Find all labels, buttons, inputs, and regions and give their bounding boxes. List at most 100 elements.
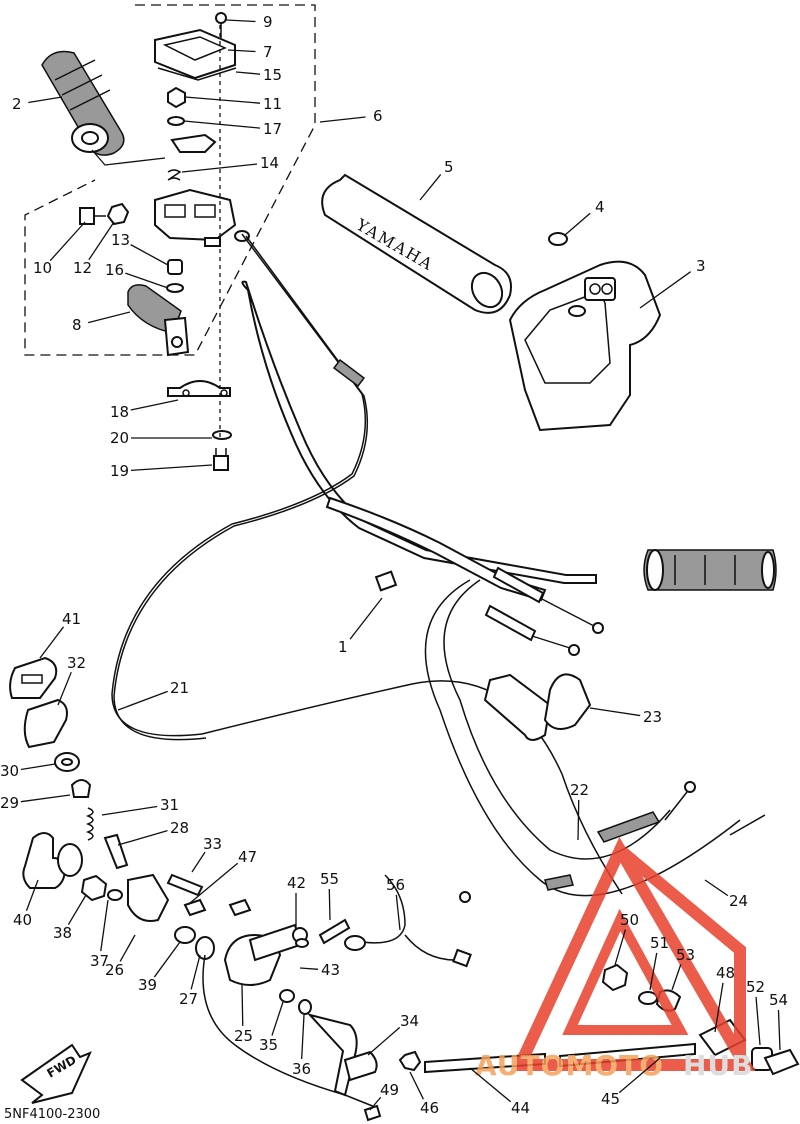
- cables: [111, 233, 766, 968]
- callout-label-19: 19: [110, 462, 129, 480]
- callout-label-1: 1: [338, 638, 348, 656]
- callout-label-25: 25: [234, 1027, 253, 1045]
- watermark-text-right: HUB: [683, 1049, 754, 1082]
- callout-label-34: 34: [400, 1012, 419, 1030]
- callout-leader-45: [618, 1057, 661, 1094]
- brake-switch: [483, 673, 592, 741]
- callout-leader-12: [88, 221, 115, 261]
- callout-leader-41: [39, 626, 65, 659]
- callout-label-44: 44: [511, 1099, 530, 1117]
- callout-leader-48: [714, 982, 724, 1033]
- lower-left-parts: [9, 656, 422, 1122]
- callout-label-11: 11: [263, 95, 282, 113]
- callout-leader-6: [319, 116, 366, 123]
- callout-label-48: 48: [716, 964, 735, 982]
- callout-leader-50: [614, 929, 627, 966]
- callout-label-32: 32: [67, 654, 86, 672]
- callout-label-56: 56: [386, 876, 405, 894]
- callout-leader-3: [639, 271, 692, 309]
- callout-label-24: 24: [729, 892, 748, 910]
- callout-label-20: 20: [110, 429, 129, 447]
- callout-leader-29: [20, 794, 71, 803]
- callout-leader-17: [183, 120, 261, 129]
- callout-label-55: 55: [320, 870, 339, 888]
- callout-leader-49: [369, 1096, 382, 1111]
- callout-label-10: 10: [33, 259, 52, 277]
- callout-label-12: 12: [73, 259, 92, 277]
- callout-leader-4: [564, 212, 591, 236]
- callout-leader-22: [577, 799, 580, 841]
- callout-leader-9: [225, 19, 256, 23]
- callout-label-52: 52: [746, 978, 765, 996]
- callout-leader-1: [349, 597, 383, 640]
- right-grip: [643, 549, 777, 591]
- forward-arrow: FWD: [20, 1043, 92, 1104]
- callout-label-5: 5: [444, 158, 454, 176]
- callout-leader-31: [101, 805, 158, 816]
- callout-label-38: 38: [53, 924, 72, 942]
- callout-label-6: 6: [373, 107, 383, 125]
- callout-label-27: 27: [179, 990, 198, 1008]
- callout-leader-44: [469, 1067, 512, 1103]
- callout-label-18: 18: [110, 403, 129, 421]
- callout-leader-14: [181, 163, 258, 173]
- callout-leader-52: [755, 996, 761, 1046]
- callout-label-21: 21: [170, 679, 189, 697]
- callout-leader-10: [49, 221, 86, 262]
- callout-label-41: 41: [62, 610, 81, 628]
- callout-leader-34: [367, 1026, 401, 1056]
- callout-leader-43: [299, 967, 319, 970]
- callout-label-51: 51: [650, 934, 669, 952]
- callout-label-50: 50: [620, 911, 639, 929]
- callout-label-45: 45: [601, 1090, 620, 1108]
- callout-leader-24: [704, 879, 729, 897]
- callout-leader-8: [88, 311, 131, 324]
- callout-leader-2: [28, 96, 63, 104]
- callout-leader-15: [235, 71, 261, 75]
- callout-leader-16: [125, 272, 169, 289]
- handlebar: [241, 280, 604, 656]
- watermark-text-left: AUTOMOTO: [475, 1049, 664, 1082]
- callout-leader-32: [57, 671, 72, 706]
- callout-label-9: 9: [263, 13, 273, 31]
- callout-leader-53: [671, 964, 682, 991]
- callout-label-33: 33: [203, 835, 222, 853]
- callout-leader-38: [67, 894, 87, 925]
- callout-label-26: 26: [105, 961, 124, 979]
- callout-label-43: 43: [321, 961, 340, 979]
- callout-leader-23: [589, 707, 641, 717]
- callout-leader-13: [130, 244, 169, 266]
- callout-label-46: 46: [420, 1099, 439, 1117]
- callout-label-29: 29: [0, 794, 19, 812]
- callout-label-15: 15: [263, 66, 282, 84]
- callout-label-2: 2: [12, 95, 22, 113]
- callout-label-39: 39: [138, 976, 157, 994]
- throttle-housing-group: [79, 12, 250, 471]
- callout-leader-21: [117, 690, 168, 711]
- callout-leader-5: [419, 174, 442, 201]
- callout-leader-47: [189, 862, 239, 904]
- left-grip: [41, 50, 166, 166]
- callout-label-13: 13: [111, 231, 130, 249]
- callout-label-17: 17: [263, 120, 282, 138]
- callouts: 1234567891011121314151617181920212223242…: [0, 13, 788, 1117]
- callout-leader-33: [191, 851, 206, 873]
- callout-leader-27: [190, 954, 201, 990]
- callout-leader-54: [777, 1009, 781, 1051]
- callout-label-14: 14: [260, 154, 279, 172]
- callout-label-31: 31: [160, 796, 179, 814]
- callout-leader-28: [117, 830, 168, 846]
- switch-cover: [508, 232, 662, 432]
- callout-leader-7: [227, 49, 256, 53]
- callout-leader-46: [409, 1071, 424, 1100]
- callout-leader-18: [130, 399, 179, 411]
- callout-leader-51: [649, 952, 658, 991]
- callout-label-53: 53: [676, 946, 695, 964]
- callout-leader-56: [395, 894, 401, 931]
- callout-label-42: 42: [287, 874, 306, 892]
- callout-label-28: 28: [170, 819, 189, 837]
- callout-label-8: 8: [72, 316, 82, 334]
- callout-leader-40: [25, 879, 39, 911]
- callout-label-4: 4: [595, 198, 605, 216]
